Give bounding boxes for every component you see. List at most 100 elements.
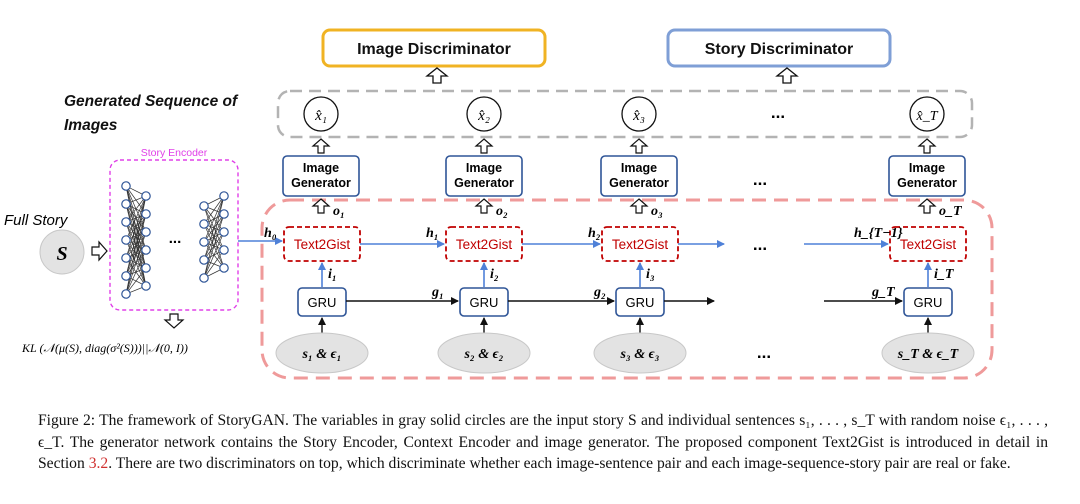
sentence-node (881, 332, 975, 374)
image-node (303, 96, 339, 132)
sentence-node (437, 332, 531, 374)
nn-node (141, 281, 151, 291)
caption-text: The framework of StoryGAN. The variables… (38, 412, 1049, 472)
output-label: o₂ (496, 204, 508, 219)
hollow-up-arrow-icon (474, 138, 494, 154)
hollow-up-arrow-icon (629, 138, 649, 154)
text2gist-label: Text2Gist (900, 237, 957, 252)
nn-node (219, 227, 229, 237)
hollow-up-arrow-icon (917, 198, 937, 214)
text2gist-label: Text2Gist (294, 237, 351, 252)
input-label: i₃ (646, 267, 655, 282)
image-node-label: x̂₃ (632, 108, 645, 124)
nn-edge (125, 231, 147, 295)
hidden-state-label: h₁ (426, 226, 439, 241)
hollow-up-arrow-icon (425, 67, 449, 84)
gru-box (615, 287, 665, 317)
context-encoder-region (260, 198, 994, 380)
caption-prefix: Figure 2: (38, 412, 100, 429)
story-discriminator-box (666, 28, 892, 68)
gru-label: GRU (470, 295, 499, 310)
image-node-label: x̂_T (916, 109, 939, 124)
image-generator-box (445, 155, 523, 197)
nn-node (141, 227, 151, 237)
generator-to-image-arrows (311, 138, 937, 154)
hollow-up-arrow-icon (775, 67, 799, 84)
hollow-up-arrow-icon (629, 198, 649, 214)
nn-node (141, 245, 151, 255)
hidden-state-label: h₀ (264, 226, 277, 241)
story-encoder-label: Story Encoder (141, 147, 208, 159)
nn-node (199, 219, 209, 229)
sentence-inputs: s₁ & ϵ₁ s₂ & ϵ₂ s₃ & ϵ₃ ... s_T & ϵ_T (275, 332, 975, 374)
input-label: i_T (934, 267, 955, 282)
nn-node (141, 191, 151, 201)
nn-edge (203, 249, 225, 279)
sentence-label: s₃ & ϵ₃ (619, 347, 659, 362)
image-generator-box (282, 155, 360, 197)
nn-edge (125, 195, 147, 223)
gru-box (459, 287, 509, 317)
gist-label: g₁ (431, 285, 444, 300)
gru-label: GRU (626, 295, 655, 310)
nn-node (219, 209, 229, 219)
nn-node (121, 253, 131, 263)
output-label: o₃ (651, 204, 663, 219)
nn-node (121, 235, 131, 245)
nn-node (199, 273, 209, 283)
image-generator-box (600, 155, 678, 197)
nn-edge (203, 195, 225, 225)
hidden-ellipsis: ... (753, 235, 767, 254)
hollow-up-arrow-icon (917, 138, 937, 154)
nn-node (121, 289, 131, 299)
storygan-diagram: Image Discriminator Story Discriminator … (4, 28, 994, 380)
nn-edge (203, 195, 225, 279)
output-label: o_T (939, 204, 963, 219)
images-ellipsis: ... (771, 103, 785, 122)
nn-node (219, 245, 229, 255)
gru-label: GRU (308, 295, 337, 310)
hollow-up-arrow-icon (311, 138, 331, 154)
nn-node (141, 209, 151, 219)
section-reference-link[interactable]: 3.2 (88, 455, 109, 472)
text2gist-label: Text2Gist (456, 237, 513, 252)
nn-node (141, 263, 151, 273)
nn-node (199, 237, 209, 247)
output-label: o₁ (333, 204, 345, 219)
text2gist-to-generator-arrows: o₁ o₂ o₃ o_T (311, 198, 963, 219)
image-node-label: x̂₁ (314, 108, 327, 124)
nn-edge (125, 195, 147, 277)
generator-ellipsis: ... (753, 170, 767, 189)
nn-node (121, 181, 131, 191)
gru-label: GRU (914, 295, 943, 310)
image-generator-box (888, 155, 966, 197)
input-label: i₂ (490, 267, 499, 282)
nn-node (121, 199, 131, 209)
hollow-right-arrow-icon (91, 240, 108, 262)
image-node-label: x̂₂ (477, 108, 490, 124)
image-node (466, 96, 502, 132)
sentence-to-gru-arrows (318, 317, 932, 334)
nn-edge (125, 195, 147, 241)
nn-node (121, 217, 131, 227)
text2gist-box (601, 226, 679, 262)
gru-cells: GRU GRU GRU GRU (297, 287, 953, 317)
hidden-state-arrows: h₀ h₁ h₂ ... h_{T−1} (238, 226, 903, 254)
gist-label: g_T (871, 285, 896, 300)
hollow-up-arrow-icon (311, 198, 331, 214)
nn-edge (203, 213, 225, 279)
input-label: i₁ (328, 267, 337, 282)
nn-node (219, 191, 229, 201)
nn-node (199, 201, 209, 211)
nn-edge (203, 195, 225, 261)
gru-box (903, 287, 953, 317)
figure-caption: Figure 2: The framework of StoryGAN. The… (38, 410, 1048, 475)
nn-edge (203, 231, 225, 279)
nn-node (219, 263, 229, 273)
nn-edge (125, 249, 147, 295)
